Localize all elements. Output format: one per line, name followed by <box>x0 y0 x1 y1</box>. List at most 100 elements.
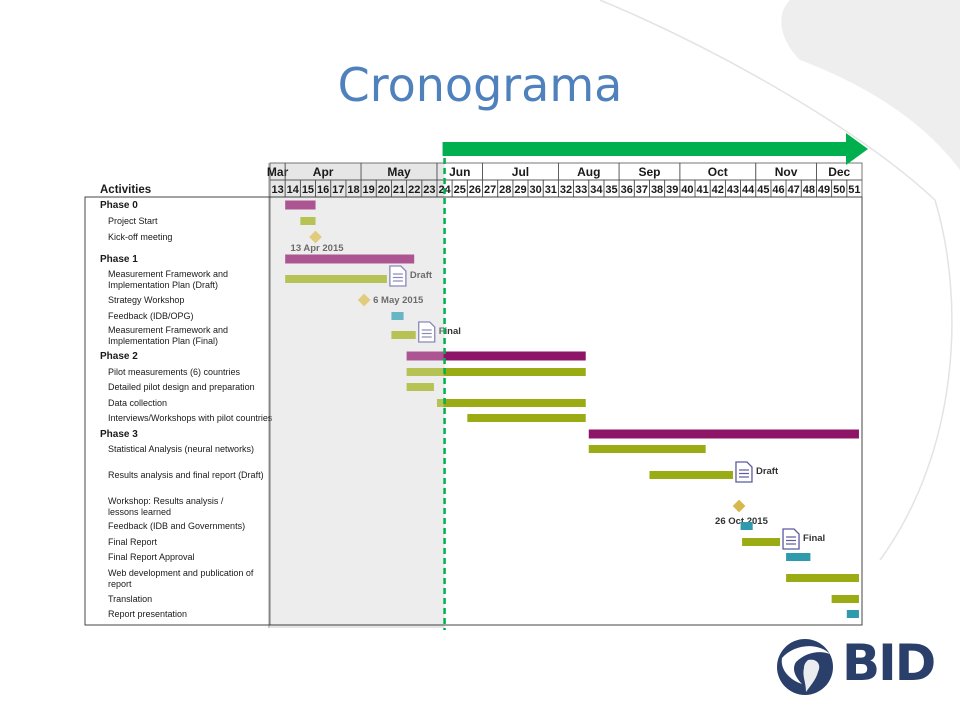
week-label: 19 <box>363 184 375 196</box>
document-label: Draft <box>410 270 433 281</box>
phase-bar <box>285 200 316 210</box>
week-label: 42 <box>712 184 724 196</box>
task-bar <box>300 217 316 225</box>
week-label: 14 <box>287 184 300 196</box>
activity-label-line: lessons learned <box>108 507 171 517</box>
week-label: 21 <box>393 184 405 196</box>
week-label: 29 <box>514 184 526 196</box>
activity-label: Results analysis and final report (Draft… <box>108 470 264 480</box>
milestone-diamond <box>357 293 371 307</box>
phase-label: Phase 0 <box>100 200 138 211</box>
document-label: Final <box>439 326 461 337</box>
week-label: 50 <box>833 184 845 196</box>
document-icon <box>782 528 800 550</box>
decor-curve-right <box>879 199 953 561</box>
bid-logo-continent <box>803 659 820 692</box>
task-bar <box>436 399 586 407</box>
month-label: May <box>387 165 411 179</box>
week-label: 26 <box>469 184 481 196</box>
slide-title: Cronograma <box>337 58 623 112</box>
week-label: 49 <box>818 184 830 196</box>
feedback-bar <box>846 610 859 618</box>
task-bar <box>391 331 416 339</box>
month-label: Jun <box>449 165 470 179</box>
phase-bar <box>285 254 415 264</box>
feedback-bar <box>740 522 753 530</box>
activity-label: Final Report <box>108 537 158 547</box>
task-bar <box>831 595 859 603</box>
decor-curve-top <box>599 0 936 201</box>
week-label: 23 <box>423 184 435 196</box>
activity-label: Translation <box>108 594 152 604</box>
week-label: 39 <box>666 184 678 196</box>
decor-shape-top-right <box>781 0 960 170</box>
activity-label: Kick-off meeting <box>108 232 172 242</box>
activity-label-line: report <box>108 579 132 589</box>
task-bar <box>285 275 387 283</box>
document-label: Draft <box>756 466 779 477</box>
week-label: 41 <box>696 184 708 196</box>
month-label: Sep <box>638 165 660 179</box>
week-label: 32 <box>560 184 572 196</box>
activity-label-line: Implementation Plan (Final) <box>108 336 218 346</box>
phase-label: Phase 1 <box>100 254 138 265</box>
task-bar <box>467 414 586 422</box>
activity-label-line: Workshop: Results analysis / <box>108 496 224 506</box>
week-label: 38 <box>651 184 663 196</box>
feedback-bar <box>786 553 811 561</box>
week-label: 34 <box>590 184 603 196</box>
progress-arrow <box>442 133 868 165</box>
week-label: 25 <box>454 184 466 196</box>
week-label: 44 <box>742 184 755 196</box>
month-label: Apr <box>313 165 334 179</box>
milestone-diamond <box>732 499 746 513</box>
week-label: 51 <box>848 184 860 196</box>
week-label: 27 <box>484 184 496 196</box>
task-bar <box>406 368 586 376</box>
activity-label-line: Measurement Framework and <box>108 269 228 279</box>
month-label: Aug <box>577 165 600 179</box>
activity-label-line: Web development and publication of <box>108 568 254 578</box>
month-label: Jul <box>512 165 529 179</box>
activity-label: Pilot measurements (6) countries <box>108 367 241 377</box>
week-label: 40 <box>681 184 693 196</box>
feedback-bar <box>391 312 404 320</box>
task-bar <box>742 538 781 546</box>
activity-label-line: Implementation Plan (Draft) <box>108 280 218 290</box>
phase-label: Phase 2 <box>100 351 138 362</box>
week-label: 16 <box>317 184 329 196</box>
bid-logo-swoosh <box>781 646 830 684</box>
milestone-date-label: 13 Apr 2015 <box>291 243 345 254</box>
milestone-date-label: 6 May 2015 <box>373 295 424 306</box>
week-label: 37 <box>636 184 648 196</box>
week-label: 20 <box>378 184 390 196</box>
activity-label: Data collection <box>108 398 167 408</box>
milestone-diamond <box>309 230 322 244</box>
activities-header: Activities <box>100 184 151 196</box>
activity-label: Feedback (IDB and Governments) <box>108 521 245 531</box>
week-label: 33 <box>575 184 587 196</box>
activity-label: Interviews/Workshops with pilot countrie… <box>108 413 273 423</box>
week-label: 47 <box>788 184 800 196</box>
task-bar <box>649 471 733 479</box>
task-bar <box>406 383 434 391</box>
week-label: 35 <box>605 184 617 196</box>
week-label: 46 <box>772 184 784 196</box>
week-label: 17 <box>332 184 344 196</box>
task-bar <box>588 445 706 453</box>
week-label: 31 <box>545 184 557 196</box>
week-label: 45 <box>757 184 769 196</box>
activity-label: Statistical Analysis (neural networks) <box>108 444 254 454</box>
bid-logo-text: BID <box>842 634 936 692</box>
phase-bar <box>406 351 586 361</box>
phase-label: Phase 3 <box>100 429 138 440</box>
week-label: 43 <box>727 184 739 196</box>
task-bar <box>786 574 859 582</box>
document-label: Final <box>803 533 825 544</box>
activity-label: Report presentation <box>108 609 187 619</box>
month-label: Dec <box>828 165 850 179</box>
elapsed-period-shade <box>270 163 445 628</box>
month-label: Mar <box>267 165 289 179</box>
